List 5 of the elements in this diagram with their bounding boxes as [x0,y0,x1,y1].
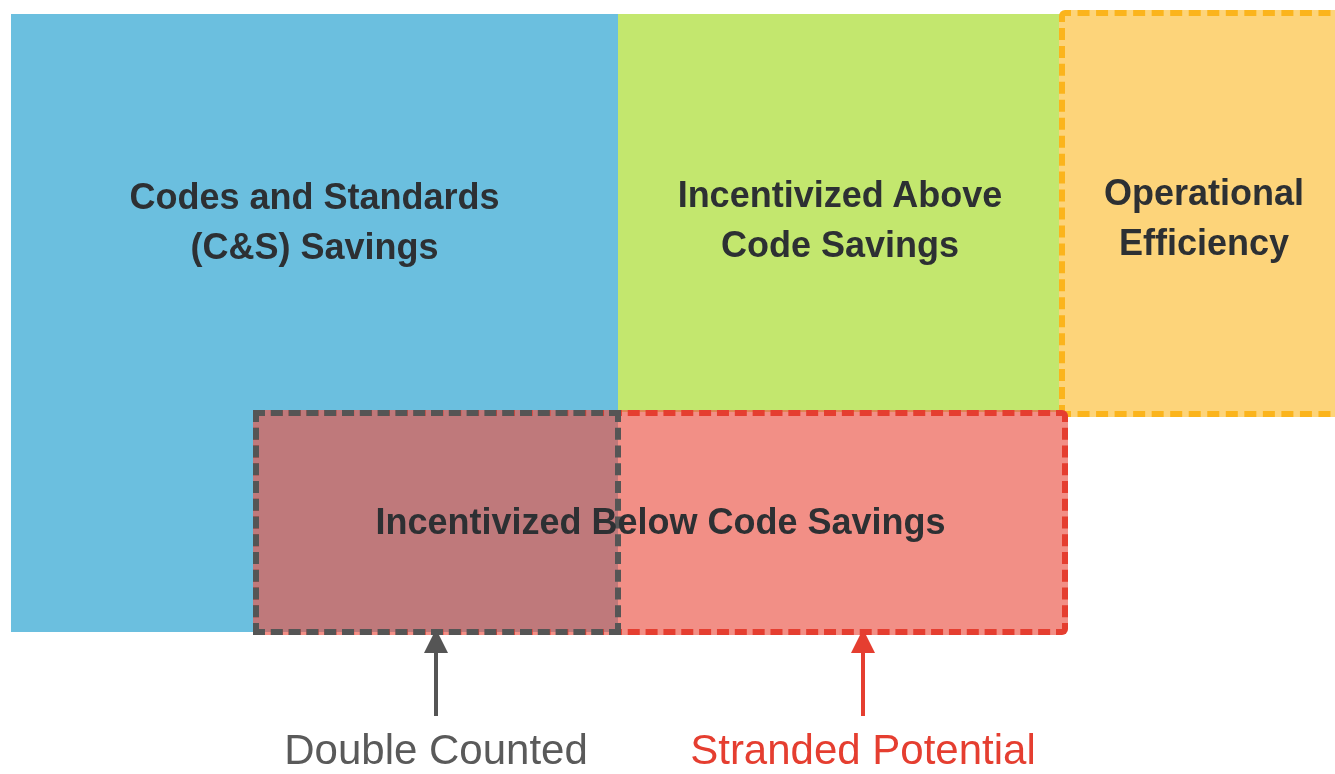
category-region: Operational Efficiency [1059,10,1335,417]
callout-label: Stranded Potential [650,726,1076,774]
callout-label: Double Counted [246,726,626,774]
category-region: Incentivized Below Code Savings [253,410,1068,635]
category-region: Incentivized Above Code Savings [618,14,1062,412]
